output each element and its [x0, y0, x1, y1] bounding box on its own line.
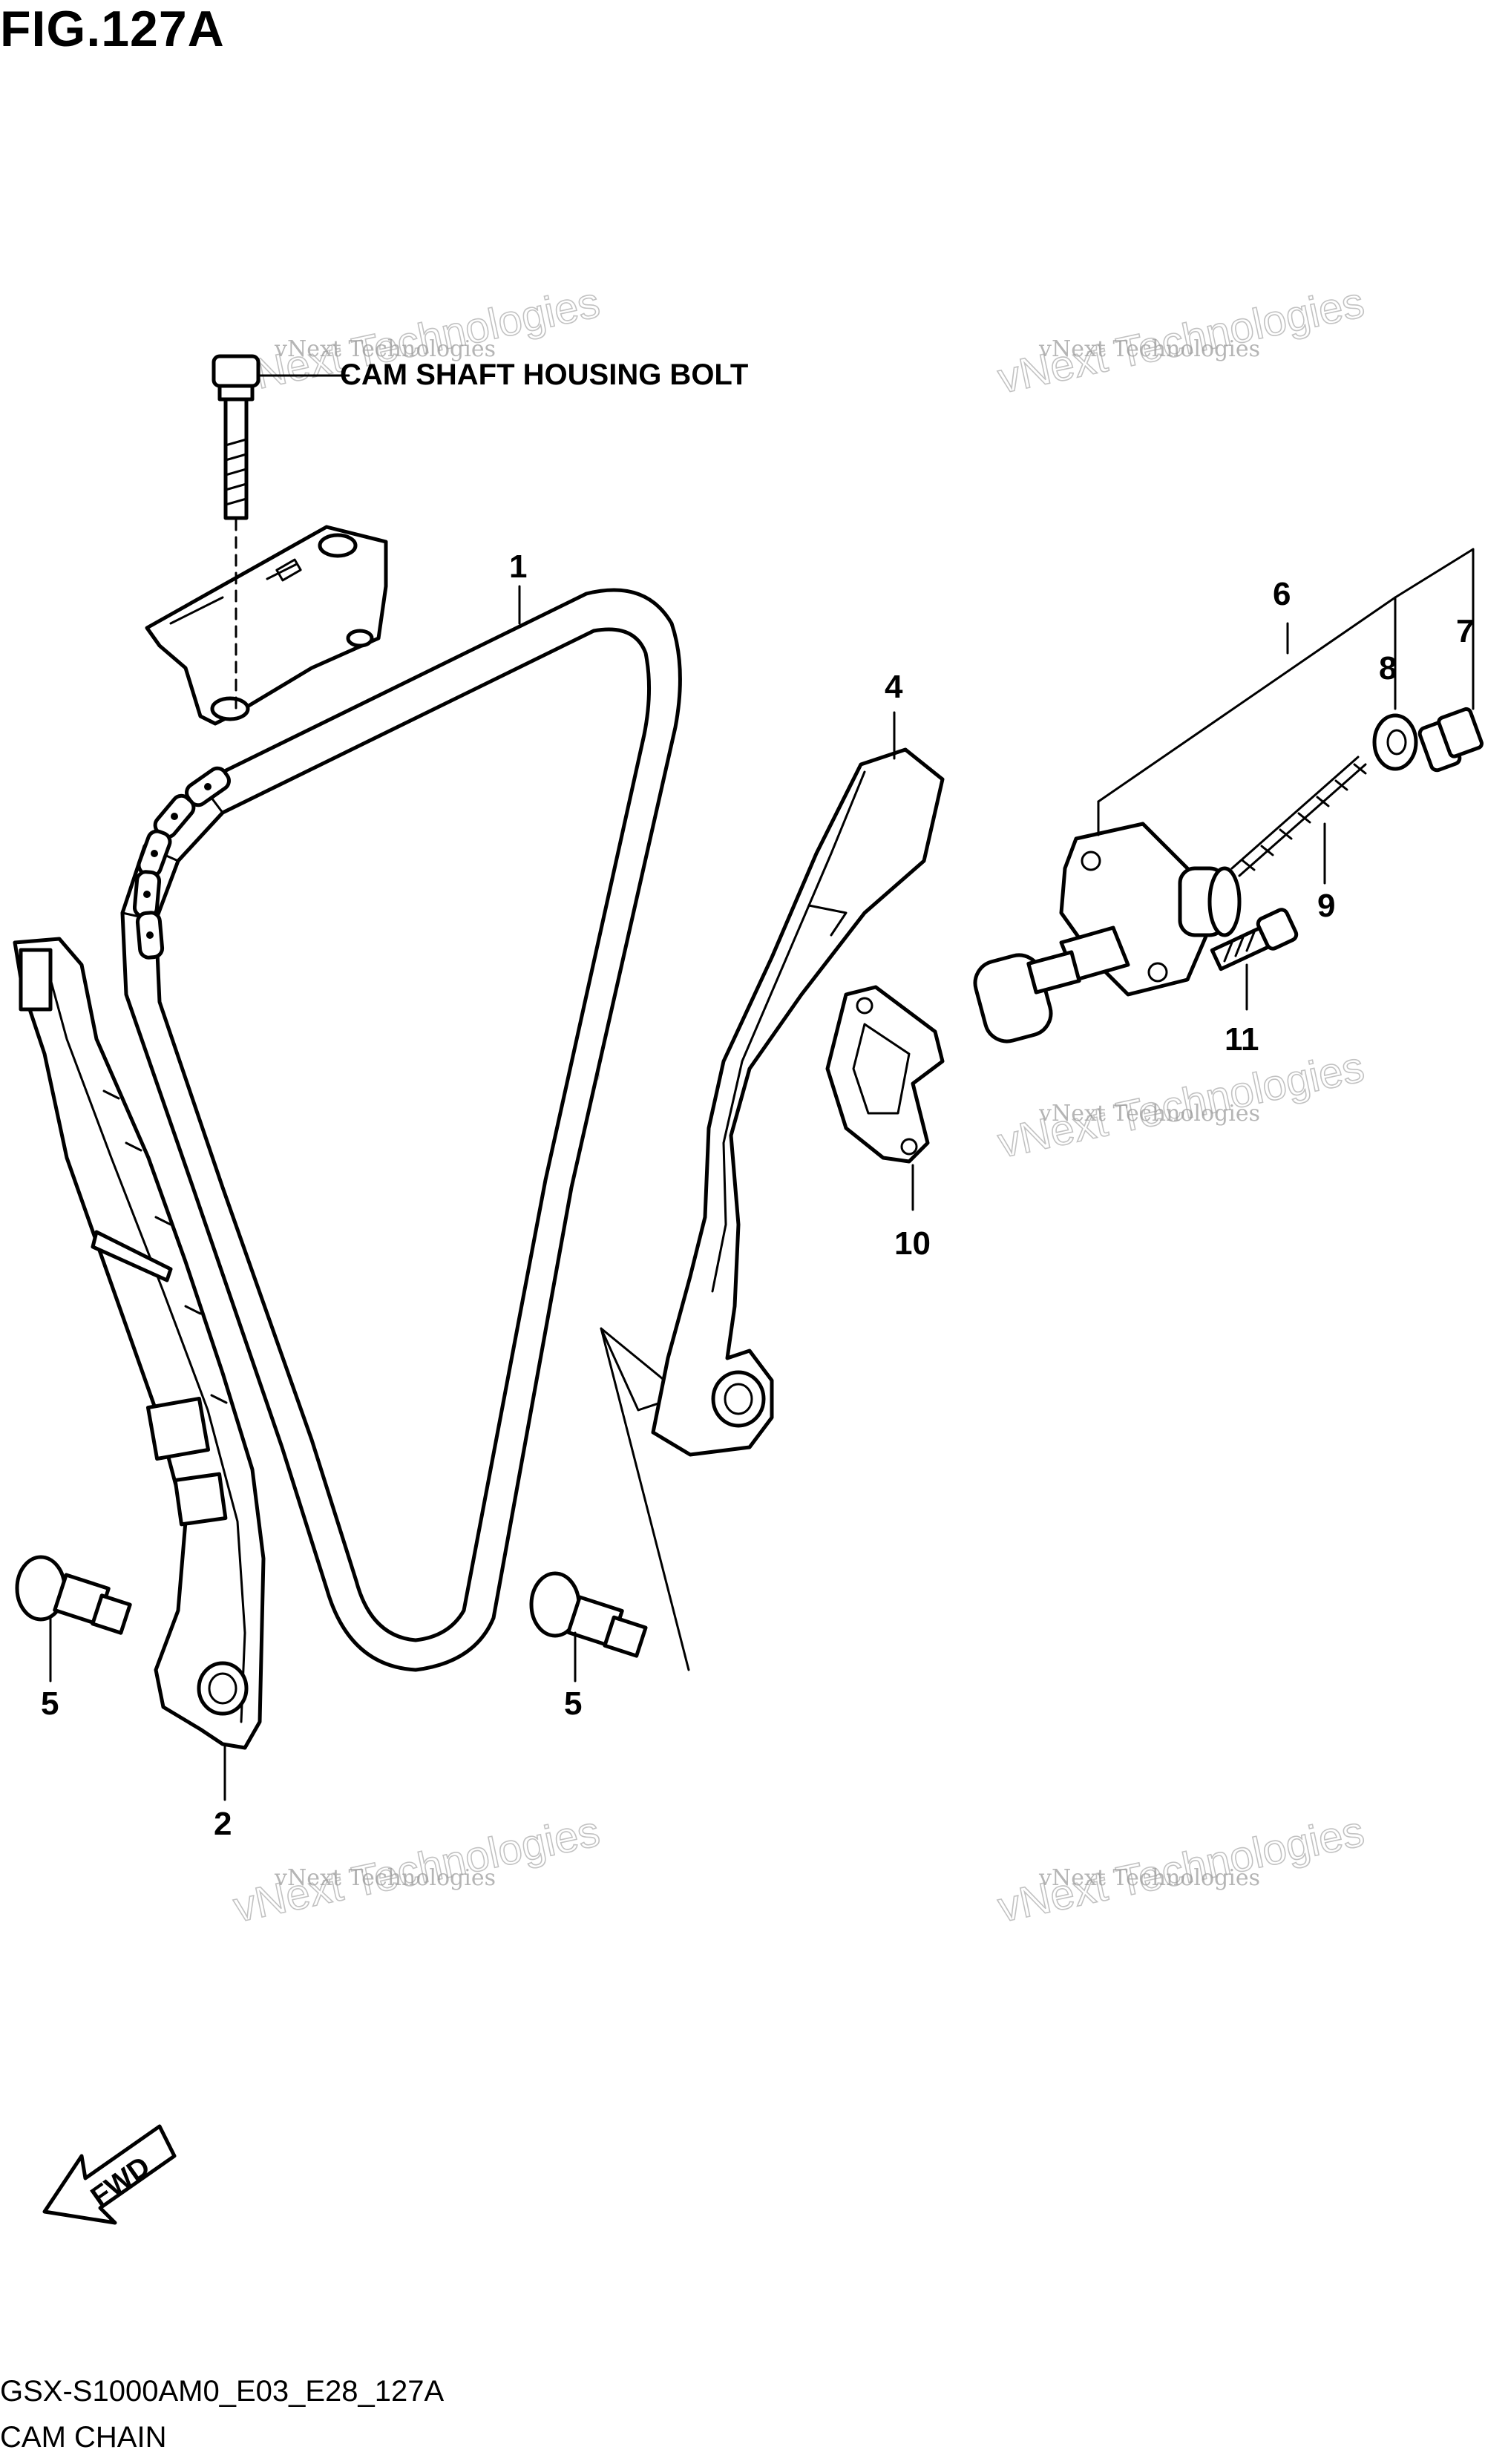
footer-code: GSX-S1000AM0_E03_E28_127A	[0, 2375, 445, 2408]
part-5-bolt-right	[529, 1571, 648, 1658]
footer-name: CAM CHAIN	[0, 2421, 167, 2454]
leader-6-diag	[1097, 596, 1397, 803]
callout-5b: 5	[564, 1685, 582, 1722]
leader-7-8-top	[1394, 548, 1475, 599]
housing-bolt-label: CAM SHAFT HOUSING BOLT	[340, 358, 748, 391]
watermark-low-right: vNext Technologies vNext Technologies	[993, 1806, 1368, 1933]
part-7-plug-bolt	[1417, 707, 1484, 773]
part-10-gasket	[825, 985, 945, 1164]
part-8-washer	[1372, 713, 1418, 771]
callout-7: 7	[1456, 613, 1474, 649]
part-1-cam-chain	[120, 588, 682, 1672]
housing-bolt	[212, 354, 350, 520]
part-11-bolt	[1210, 908, 1299, 971]
callout-1: 1	[509, 548, 527, 585]
svg-text:vNext Technologies: vNext Technologies	[1038, 1101, 1260, 1127]
callout-4: 4	[885, 669, 903, 705]
part-9-spring	[1230, 756, 1367, 877]
part-6-tensioner-assembly	[973, 822, 1242, 1043]
part-4-chain-guide	[651, 747, 945, 1457]
callout-2: 2	[214, 1806, 232, 1842]
svg-text:vNext Technologies: vNext Technologies	[1038, 1865, 1260, 1891]
callout-9: 9	[1317, 888, 1335, 924]
callout-6: 6	[1273, 576, 1291, 612]
svg-text:vNext Technologies: vNext Technologies	[274, 336, 496, 362]
svg-text:vNext Technologies: vNext Technologies	[1038, 336, 1260, 362]
part-2-tensioner-guide	[13, 937, 266, 1750]
callout-11: 11	[1225, 1021, 1259, 1058]
watermark-mid-right: vNext Technologies vNext Technologies	[993, 1042, 1368, 1168]
watermark-top-right: vNext Technologies vNext Technologies	[993, 278, 1368, 404]
fwd-arrow-icon: FWD	[42, 2124, 177, 2225]
callout-10: 10	[894, 1225, 931, 1262]
assembly-line	[600, 1327, 690, 1671]
svg-text:vNext Technologies: vNext Technologies	[274, 1865, 496, 1891]
watermark-low-left: vNext Technologies vNext Technologies	[229, 1806, 604, 1933]
part-3-upper-guide	[145, 518, 388, 726]
figure-title: FIG.127A	[0, 1, 225, 57]
callout-5a: 5	[41, 1685, 59, 1722]
chain-links	[132, 766, 231, 960]
callout-8: 8	[1379, 650, 1397, 687]
part-5-bolt-left	[15, 1555, 132, 1635]
